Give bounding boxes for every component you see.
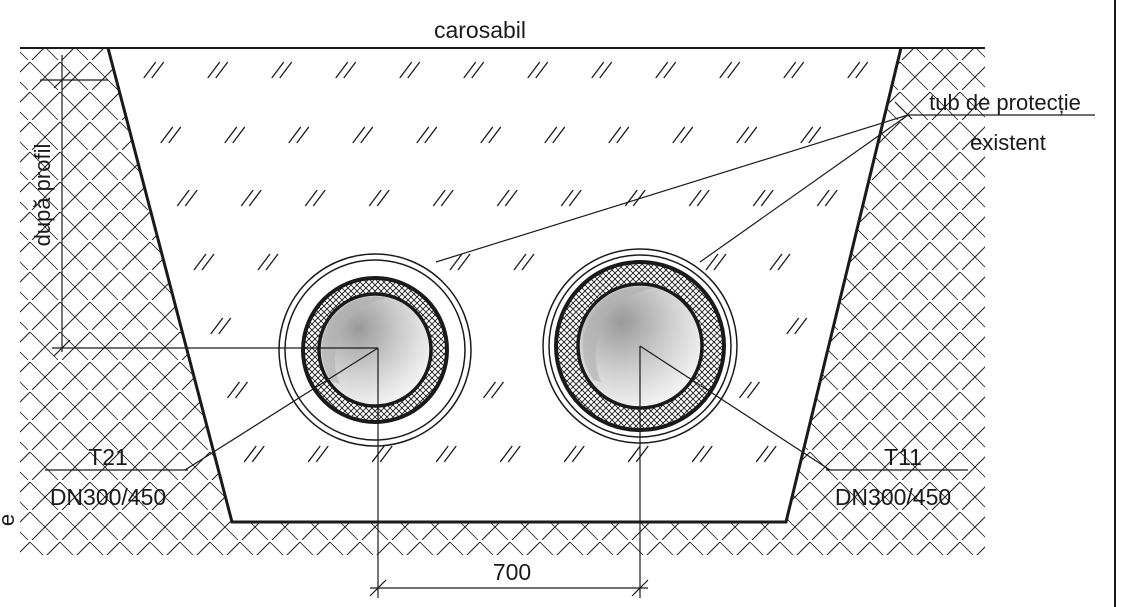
road-label: carosabil (434, 17, 526, 43)
edge-letter-label: e (0, 514, 19, 526)
depth-label: după profil (30, 144, 55, 247)
t21-dn-label: DN300/450 (50, 484, 166, 510)
leader-protection-tube-right (699, 114, 909, 263)
leader-t21 (184, 347, 379, 471)
t11-id-label: T11 (884, 444, 922, 470)
backfill-marks (143, 61, 869, 463)
trench-outline (106, 47, 903, 524)
spacing-label: 700 (493, 559, 531, 585)
t21-id-label: T21 (88, 444, 128, 470)
depth-dimension (40, 55, 378, 357)
leader-t11 (639, 345, 831, 471)
spacing-dimension (369, 579, 649, 597)
protection-tube-label-existing: existent (970, 130, 1046, 155)
t11-dn-label: DN300/450 (835, 484, 951, 510)
leader-protection-tube-left (435, 114, 909, 263)
protection-tube-label: tub de protecție (929, 90, 1081, 115)
leader-lines (45, 101, 1095, 471)
leader-tick-right (894, 101, 913, 120)
